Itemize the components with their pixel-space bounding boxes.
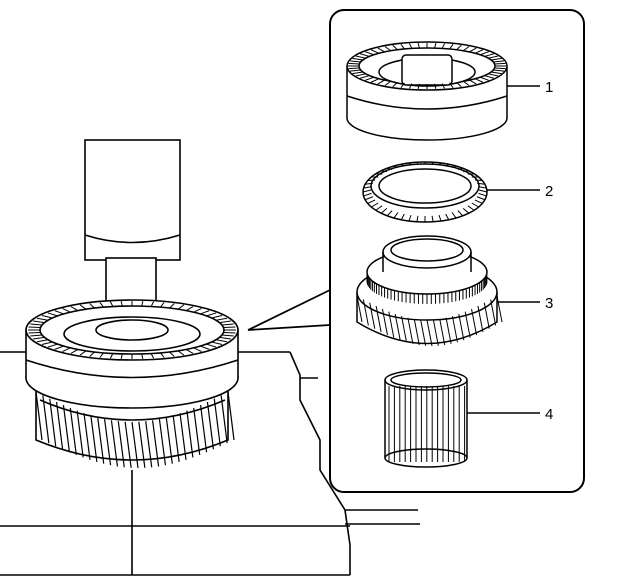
- press-base: [0, 351, 420, 576]
- part2-teeth: [362, 162, 488, 222]
- main-gear-tooth-lines: [35, 391, 235, 469]
- part-speed-gear: [356, 235, 498, 345]
- part-synchronizer-assembly: [346, 41, 508, 141]
- callout-4: 4: [545, 406, 553, 423]
- main-sync-serrations: [28, 301, 236, 359]
- part1-serrations: [348, 43, 506, 89]
- inset-pointer-lower: [247, 324, 331, 331]
- part4-needles: [388, 386, 466, 462]
- part-blocking-ring: [362, 161, 488, 223]
- callout-1: 1: [545, 79, 553, 96]
- callout-3: 3: [545, 295, 553, 312]
- part-needle-bearing: [384, 369, 468, 468]
- leader-lines: [467, 85, 540, 414]
- callout-labels: 1 2 3 4: [545, 79, 553, 423]
- main-shaft-assembly: [0, 139, 420, 576]
- part3-teeth: [356, 272, 503, 347]
- inset-pointer: [247, 289, 331, 331]
- callout-2: 2: [545, 183, 553, 200]
